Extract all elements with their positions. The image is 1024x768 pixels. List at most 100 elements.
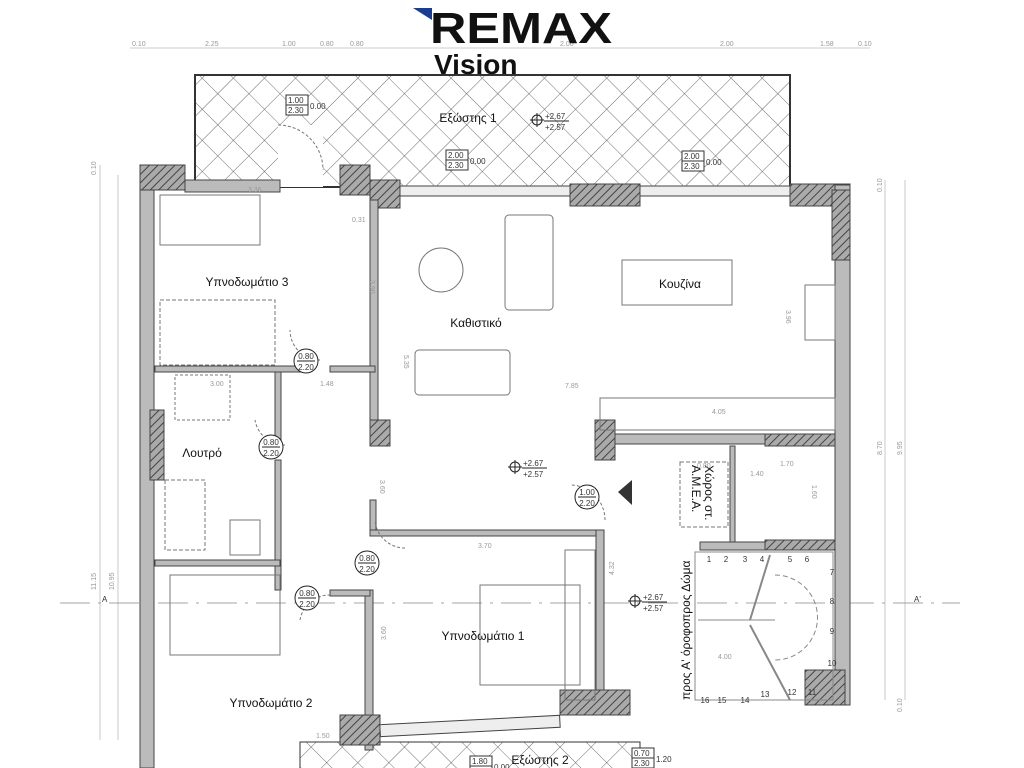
window-height: 2.30 (288, 106, 304, 115)
stair-step-number: 16 (701, 696, 710, 705)
bed-bedroom-2 (169, 574, 281, 656)
window-sill: 1.20 (656, 755, 672, 764)
stair-step-number: 9 (830, 627, 835, 636)
elevation-marker: +2.67 +2.57 (530, 112, 569, 132)
dim-right-1: 9.95 (897, 441, 904, 455)
window-height: 2.30 (684, 162, 700, 171)
level-cross (530, 113, 544, 127)
top-dim: 0.80 (320, 41, 334, 48)
label-stairs-up: προς Δώμα (679, 560, 693, 622)
window-width: 2.00 (684, 152, 700, 161)
staircase (694, 551, 834, 701)
window-sill: 0.00 (470, 157, 486, 166)
dim-148: 1.48 (320, 381, 334, 388)
dim-160: 1.60 (810, 485, 817, 499)
section-mark-right: A' (914, 595, 921, 604)
window-tag: 2.002.30 0.00 (445, 149, 486, 171)
balcony-door-swing (277, 124, 324, 171)
remax-logo: REMAX Vision (413, 4, 612, 80)
dim-right-2: 8.70 (877, 441, 884, 455)
dim-370: 3.70 (478, 543, 492, 550)
stair-step-number: 2 (724, 555, 729, 564)
wardrobe-bedroom-3 (159, 299, 276, 366)
top-dim: 2.25 (205, 41, 219, 48)
elevation-marker: +2.67+2.57 (508, 459, 547, 479)
level-bottom: +2.57 (545, 123, 566, 132)
label-amea-1: Χώρος στ. (702, 465, 716, 520)
top-dim: 0.10 (132, 41, 146, 48)
door-tags: 0.802.200.802.200.802.200.802.201.002.20 (258, 348, 600, 611)
level-bottom: +2.57 (523, 470, 544, 479)
entrance-arrow-icon (618, 480, 632, 505)
label-balcony-1: Εξώστης 1 (439, 111, 497, 125)
window-width: 1.00 (288, 96, 304, 105)
door-height: 2.20 (299, 600, 315, 609)
level-top: +2.67 (643, 593, 664, 602)
dim-405: 4.05 (712, 409, 726, 416)
door-tag: 1.00 2.20 (574, 484, 600, 510)
dim-170: 1.70 (780, 461, 794, 468)
top-dim: 1.00 (282, 41, 296, 48)
dining-table (621, 259, 733, 306)
level-top: +2.67 (545, 112, 566, 121)
door-tag: 0.802.20 (294, 585, 320, 611)
stair-step-number: 14 (741, 696, 750, 705)
sofa (504, 214, 554, 311)
top-dim: 1.58 (820, 41, 834, 48)
elevation-markers: +2.67+2.57+2.67+2.57+2.67+2.57 (508, 112, 667, 613)
section-mark-left: A (102, 595, 108, 604)
door-width: 1.00 (579, 488, 595, 497)
door-tag: 0.802.20 (293, 348, 319, 374)
window-width: 1.80 (472, 757, 488, 766)
dim-535: 5.35 (402, 355, 409, 369)
interior-dimensions: 3.36 0.31 3.90 1.48 3.00 7.85 4.05 3.70 … (210, 187, 817, 740)
side-dimensions: 11.15 10.95 0.10 9.95 8.70 0.10 0.10 (91, 161, 904, 712)
dim-400: 4.00 (718, 654, 732, 661)
door-width: 0.80 (263, 438, 279, 447)
stair-step-number: 10 (828, 659, 837, 668)
window-height: 2.30 (448, 161, 464, 170)
wardrobe-bedroom-1 (564, 549, 596, 701)
dimension-lines (60, 47, 960, 740)
top-dim: 0.10 (858, 41, 872, 48)
dim-150: 1.50 (316, 733, 330, 740)
dim-300: 3.00 (210, 381, 224, 388)
toilet (229, 519, 261, 556)
bed-bedroom-3 (159, 194, 261, 246)
stair-step-number: 1 (707, 555, 712, 564)
door-height: 2.20 (263, 449, 279, 458)
dim-336: 3.36 (248, 187, 262, 194)
window-tag: 1.800.00 (469, 755, 510, 768)
dim-left-2: 10.95 (109, 572, 116, 590)
level-cross (508, 460, 522, 474)
logo-sub: Vision (434, 49, 518, 80)
window-sill: 0.00 (706, 158, 722, 167)
door-swings (254, 329, 606, 621)
door-height: 2.20 (359, 565, 375, 574)
stair-step-number: 5 (788, 555, 793, 564)
door-height: 2.20 (579, 499, 595, 508)
stair-step-number: 6 (805, 555, 810, 564)
door-height: 2.20 (298, 363, 314, 372)
dim-390: 3.90 (368, 280, 375, 294)
dim-031: 0.31 (352, 217, 366, 224)
bed-bedroom-1 (479, 584, 581, 686)
section-markers: A A' (102, 595, 921, 604)
dim-360: 3.60 (381, 626, 388, 640)
stair-step-number: 15 (718, 696, 727, 705)
dim-432: 4.32 (609, 561, 616, 575)
sofa-2 (414, 349, 511, 396)
window-width: 2.00 (448, 151, 464, 160)
window-width: 0.70 (634, 749, 650, 758)
label-bath: Λουτρό (182, 446, 222, 460)
dim-left-top: 0.10 (91, 161, 98, 175)
label-kitchen: Κουζίνα (659, 277, 701, 291)
dim-360b: 3.60 (378, 480, 385, 494)
window-tag: 1.002.30 0.00 (285, 94, 326, 116)
window-sill: 0.00 (310, 102, 326, 111)
